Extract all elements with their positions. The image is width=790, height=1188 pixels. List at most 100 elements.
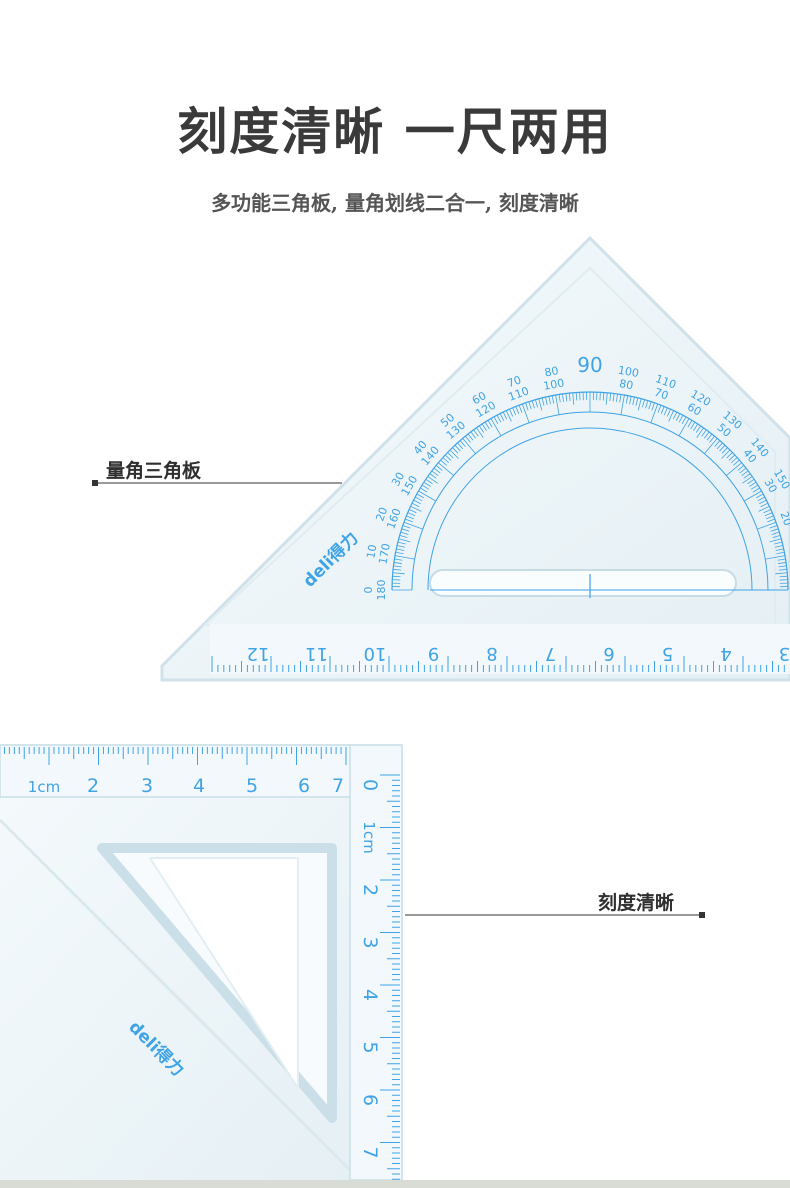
protractor-tick [403, 521, 423, 530]
protractor-tick [721, 449, 731, 459]
ruler-number: 3 [359, 936, 381, 948]
protractor-tick [771, 531, 780, 535]
protractor-outer-label: 20 [373, 505, 390, 523]
ruler-number: 2 [359, 884, 381, 896]
protractor-tick [605, 392, 608, 405]
protractor-tick [776, 551, 785, 555]
protractor-tick [769, 525, 778, 529]
ruler-number: 2 [87, 775, 99, 797]
protractor-tick [397, 541, 406, 545]
protractor-tick [760, 502, 769, 508]
protractor-tick [645, 400, 649, 409]
protractor-tick [421, 484, 430, 490]
protractor-tick [737, 465, 745, 471]
protractor-tick [693, 423, 699, 431]
ruler-number: 3 [141, 775, 153, 797]
protractor-inner-label: 80 [618, 377, 634, 392]
protractor-tick [759, 499, 767, 505]
protractor-tick [763, 509, 772, 514]
protractor-tick [637, 398, 642, 411]
triangle-cutout-inner [149, 857, 299, 1089]
protractor-tick [774, 541, 783, 545]
protractor-tick [481, 423, 487, 431]
protractor-tick [678, 414, 684, 423]
protractor-tick [427, 476, 438, 484]
protractor-tick [721, 447, 728, 454]
protractor-tick [764, 512, 773, 517]
protractor-slot [429, 569, 737, 597]
protractor-tick [678, 418, 690, 437]
protractor-tick [473, 429, 479, 437]
protractor-tick [496, 414, 502, 423]
bottom-bar [0, 1180, 790, 1188]
protractor-tick [493, 416, 499, 425]
protractor-tick [392, 572, 405, 575]
protractor-tick [625, 395, 629, 404]
protractor-tick [641, 399, 645, 408]
protractor-tick [394, 555, 415, 560]
protractor-tick [416, 493, 425, 499]
protractor-tick [612, 393, 615, 402]
protractor-tick [476, 427, 484, 438]
protractor-inner-arc [427, 427, 753, 591]
page-title: 刻度清晰 一尺两用 [177, 102, 613, 161]
protractor-outer-label: 90 [577, 353, 602, 377]
protractor-tick [666, 408, 671, 417]
protractor-tick [470, 431, 476, 439]
protractor-inner-label: 10 [788, 546, 790, 562]
protractor-tick [562, 393, 564, 402]
protractor-tick [714, 440, 721, 447]
protractor-tick [675, 413, 681, 421]
ruler-number: 7 [332, 775, 344, 797]
protractor-tick [394, 558, 403, 561]
protractor-tick [770, 528, 779, 532]
ruler-number: 3 [779, 643, 790, 664]
protractor-tick [728, 454, 736, 461]
protractor-tick [726, 452, 733, 459]
protractor-tick [484, 421, 490, 430]
protractor-tick [431, 470, 439, 476]
ruler-number: 5 [359, 1041, 381, 1053]
protractor-tick [743, 473, 751, 479]
protractor-tick [755, 493, 764, 499]
protractor-tick [400, 531, 409, 535]
protractor-tick [555, 394, 560, 415]
protractor-tick [765, 555, 786, 560]
protractor-tick [778, 562, 787, 564]
protractor-tick [420, 487, 428, 493]
protractor-tick [772, 535, 781, 539]
protractor-tick [531, 400, 535, 409]
protractor-tick [706, 433, 713, 441]
protractor-tick [777, 558, 786, 561]
callout-scale-label: 刻度清晰 [598, 892, 675, 914]
protractor-tick [407, 512, 416, 517]
protractor-tick [418, 490, 437, 502]
protractor-tick [739, 467, 747, 474]
protractor-tick [632, 396, 635, 405]
protractor-tick [515, 406, 520, 414]
protractor-tick [411, 502, 420, 508]
protractor-tick [401, 528, 410, 532]
protractor-tick [775, 572, 788, 575]
protractor-tick [733, 459, 740, 466]
protractor-tick [687, 420, 693, 428]
protractor-tick [423, 481, 431, 487]
ruler-band-top [210, 624, 790, 674]
protractor-tick [681, 416, 687, 425]
protractor-tick [433, 467, 441, 474]
protractor-tick [410, 505, 422, 512]
ruler-number: 6 [603, 643, 614, 664]
protractor-outer-label: 100 [617, 364, 640, 380]
protractor-tick [749, 481, 757, 487]
protractor-tick [565, 393, 568, 402]
protractor-tick [459, 440, 466, 447]
protractor-tick [568, 393, 571, 402]
ruler-number: 11 [305, 643, 328, 664]
protractor-tick [778, 565, 787, 568]
protractor-tick [690, 421, 696, 430]
